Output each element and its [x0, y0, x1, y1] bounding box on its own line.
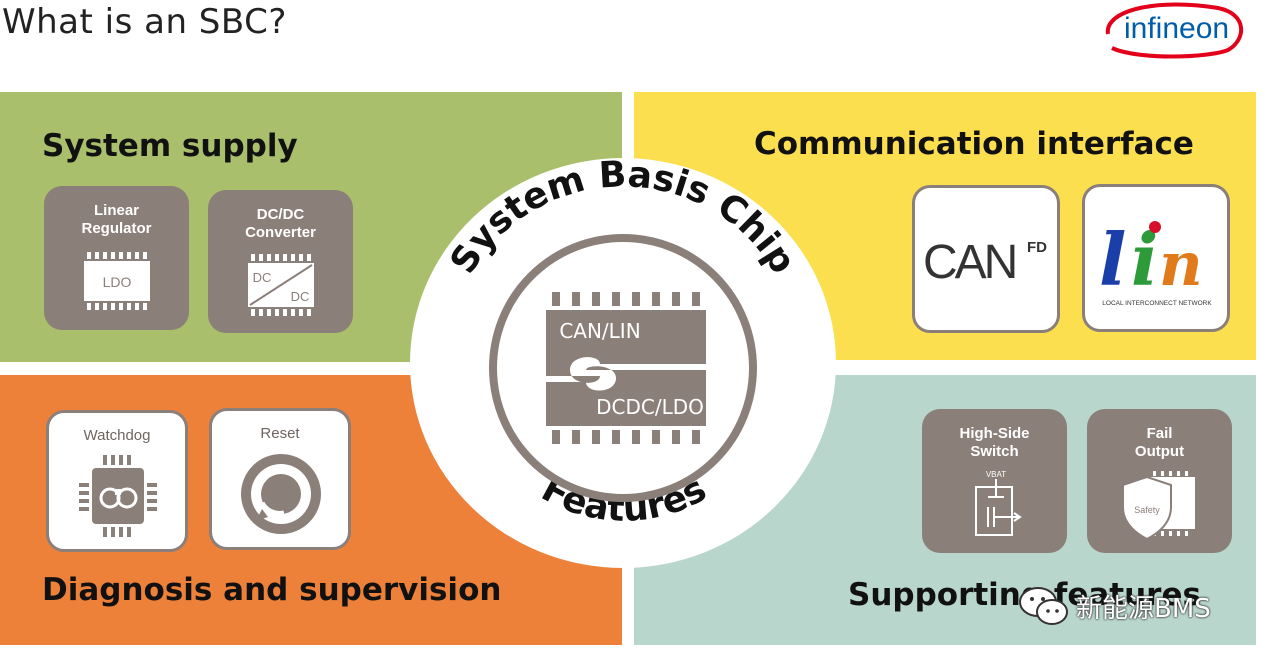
high-side-switch-label-2: Switch: [970, 443, 1019, 460]
linear-regulator-tile: Linear Regulator LDO: [44, 186, 189, 330]
ldo-chip-icon: LDO: [84, 252, 150, 310]
fail-output-tile: Fail Output Safety: [1087, 409, 1232, 553]
svg-text:DCDC/LDO: DCDC/LDO: [596, 395, 704, 419]
svg-text:LDO: LDO: [103, 274, 132, 290]
can-fd-tile: CAN FD: [912, 185, 1060, 333]
system-basis-chip-graphic: System Basis Chip Features CAN/LIN DCDC/…: [443, 158, 804, 530]
svg-text:infineon: infineon: [1124, 12, 1229, 45]
can-fd-logo-icon: CAN FD: [923, 236, 1047, 289]
arc-title-top: System Basis Chip: [443, 158, 804, 281]
diagnosis-supervision-heading: Diagnosis and supervision: [42, 572, 502, 608]
page-title: What is an SBC?: [2, 2, 287, 42]
svg-text:DC: DC: [253, 270, 272, 285]
svg-text:LOCAL INTERCONNECT NETWORK: LOCAL INTERCONNECT NETWORK: [1102, 300, 1212, 307]
svg-text:n: n: [1159, 230, 1203, 300]
communication-interface-heading: Communication interface: [754, 126, 1194, 162]
svg-text:CAN/LIN: CAN/LIN: [559, 319, 640, 343]
high-side-switch-icon: VBAT: [975, 470, 1022, 536]
svg-text:DC: DC: [291, 289, 310, 304]
dcdc-converter-label-2: Converter: [245, 224, 316, 241]
lin-logo-icon: l i n LOCAL INTERCONNECT NETWORK: [1099, 217, 1212, 307]
dcdc-converter-tile: DC/DC Converter DC DC: [208, 190, 353, 333]
linear-regulator-label-2: Regulator: [81, 220, 152, 237]
fail-output-label-1: Fail: [1146, 425, 1173, 442]
high-side-switch-tile: High-Side Switch VBAT: [922, 409, 1067, 553]
svg-text:Safety: Safety: [1134, 505, 1160, 515]
infineon-logo: infineon: [1105, 2, 1244, 59]
svg-text:CAN: CAN: [923, 236, 1015, 289]
system-supply-heading: System supply: [42, 128, 298, 164]
watermark-text: 新能源BMS: [1076, 594, 1211, 624]
reset-tile: Reset: [209, 408, 351, 550]
svg-text:VBAT: VBAT: [986, 470, 1006, 479]
high-side-switch-label-1: High-Side: [959, 425, 1030, 442]
reset-label: Reset: [260, 425, 300, 442]
lin-tile: l i n LOCAL INTERCONNECT NETWORK: [1082, 184, 1230, 332]
watchdog-chip-icon: [79, 455, 157, 537]
svg-text:FD: FD: [1027, 239, 1047, 256]
linear-regulator-label-1: Linear: [93, 202, 139, 219]
dcdc-converter-label-1: DC/DC: [256, 206, 305, 223]
watchdog-tile: Watchdog: [46, 410, 188, 552]
wechat-icon: [1019, 587, 1068, 625]
fail-output-label-2: Output: [1134, 443, 1185, 460]
svg-text:l: l: [1099, 217, 1126, 302]
watchdog-label: Watchdog: [83, 427, 151, 444]
reset-icon: [241, 454, 321, 534]
dcdc-chip-icon: DC DC: [248, 254, 314, 316]
safety-shield-icon: Safety: [1122, 471, 1195, 541]
